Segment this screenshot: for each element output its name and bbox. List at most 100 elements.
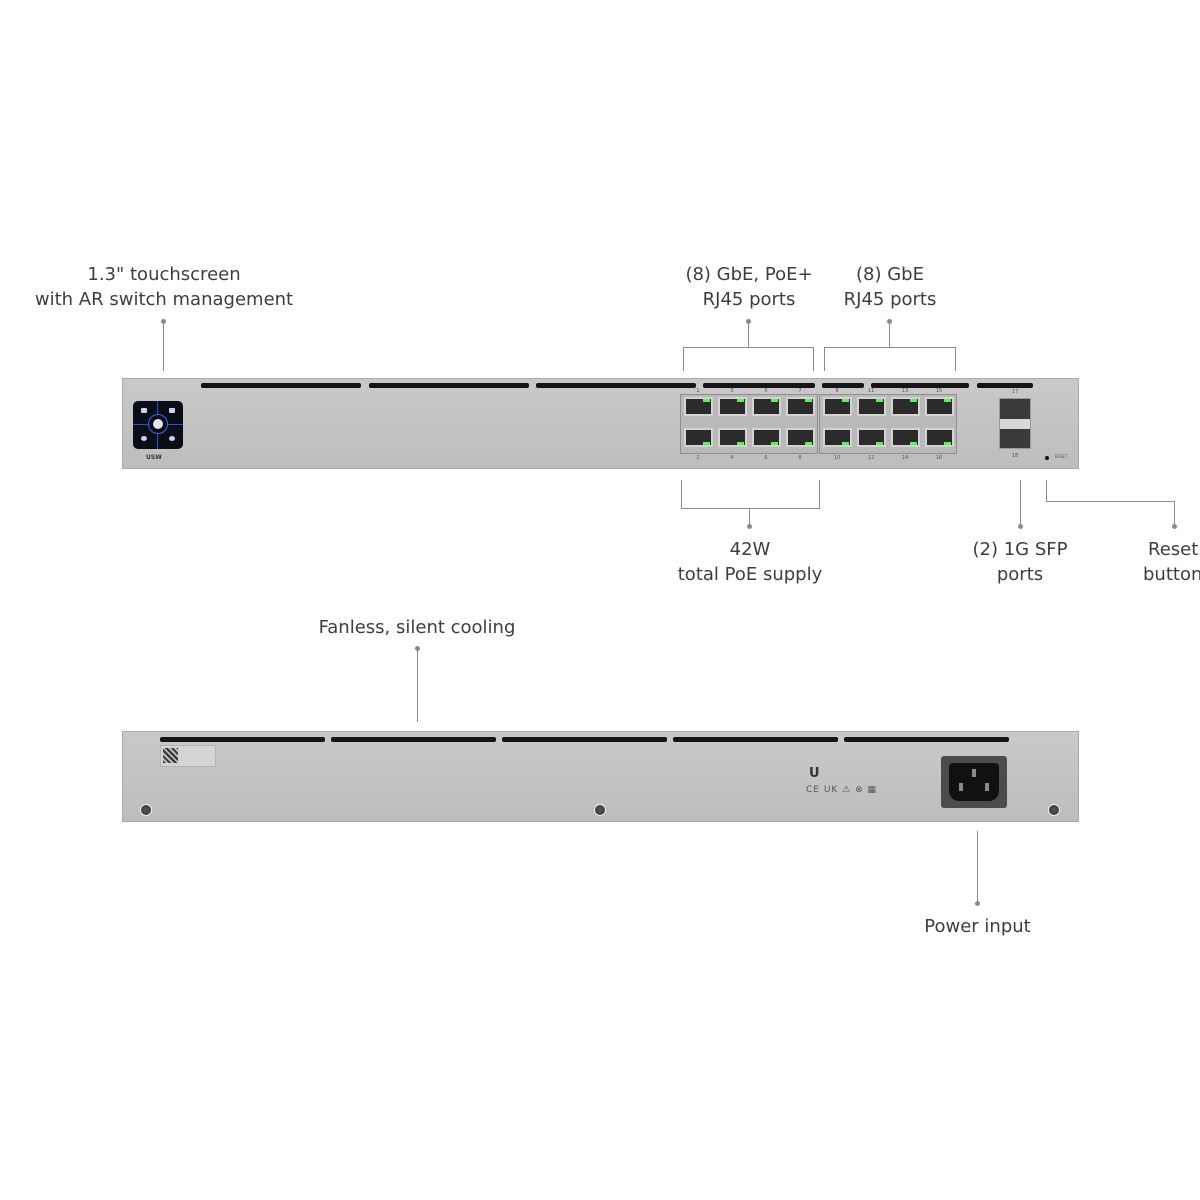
touchscreen-callout-line2: with AR switch management [34, 289, 294, 310]
port-led-icon [910, 399, 917, 402]
rear-vent [844, 737, 1009, 742]
power-callout: Power input [900, 914, 1055, 939]
port-led-icon [910, 442, 917, 445]
sfp-port-label-bottom: 18 [1011, 453, 1019, 459]
power-callout-line1: Power input [924, 916, 1031, 937]
reset-callout-line1: Reset [1148, 539, 1199, 560]
port-led-icon [876, 399, 883, 402]
rj45-port[interactable] [718, 428, 747, 447]
gbe-ports-callout: (8) GbE RJ45 ports [830, 262, 950, 312]
devices-icon [169, 408, 175, 413]
poe-budget-callout: 42W total PoE supply [670, 537, 830, 587]
iec-c14-connector [949, 763, 999, 801]
reset-callout: Reset button [1140, 537, 1200, 587]
gbe-ports-callout-line1: (8) GbE [856, 264, 924, 285]
screw-icon [140, 804, 152, 816]
reset-button[interactable] [1045, 456, 1049, 460]
rj45-port[interactable] [857, 428, 886, 447]
globe-icon [169, 436, 175, 441]
port-led-icon [737, 442, 744, 445]
cooling-callout: Fanless, silent cooling [300, 615, 534, 640]
port-number-label: 5 [764, 388, 768, 394]
poe-budget-callout-line1: 42W [729, 539, 771, 560]
rj45-port[interactable] [891, 428, 920, 447]
sfp-callout: (2) 1G SFP ports [960, 537, 1080, 587]
poe-budget-callout-line2: total PoE supply [677, 564, 823, 585]
gbe-ports-callout-line2: RJ45 ports [843, 289, 937, 310]
front-vent [703, 383, 815, 388]
sfp-callout-stem [1020, 480, 1021, 526]
poe-ports-callout-stem [748, 321, 749, 348]
port-number-label: 7 [798, 388, 802, 394]
port-number-label: 9 [835, 388, 839, 394]
port-number-label: 8 [798, 455, 802, 461]
rj45-port[interactable] [786, 397, 815, 416]
rj45-port[interactable] [891, 397, 920, 416]
ubiquiti-logo: U [809, 766, 820, 781]
port-led-icon [842, 442, 849, 445]
rj45-port[interactable] [684, 397, 713, 416]
port-led-icon [805, 399, 812, 402]
port-led-icon [771, 442, 778, 445]
rj45-port[interactable] [925, 428, 954, 447]
sfp-callout-dot [1018, 524, 1023, 529]
port-led-icon [703, 442, 710, 445]
port-led-icon [842, 399, 849, 402]
rj45-port[interactable] [752, 428, 781, 447]
reset-callout-horizontal [1046, 501, 1175, 502]
rear-vent [160, 737, 325, 742]
poe-ports-callout-line2: RJ45 ports [702, 289, 796, 310]
port-number-label: 13 [901, 388, 909, 394]
touchscreen-callout-line [163, 321, 164, 371]
port-number-label: 15 [935, 388, 943, 394]
port-led-icon [944, 442, 951, 445]
gbe-ports-callout-stem [889, 321, 890, 348]
screw-icon [1048, 804, 1060, 816]
rj45-port[interactable] [823, 397, 852, 416]
cooling-callout-line [417, 648, 418, 722]
rj45-port[interactable] [857, 397, 886, 416]
serial-label [160, 745, 216, 767]
gbe-ports-bracket-right [955, 347, 956, 371]
rear-vent [673, 737, 838, 742]
poe-ports-bracket-right [813, 347, 814, 371]
rj45-port[interactable] [752, 397, 781, 416]
gbe-ports-bracket [824, 347, 956, 348]
poe-budget-bracket [681, 508, 820, 509]
rj45-port[interactable] [684, 428, 713, 447]
touchscreen-callout: 1.3" touchscreen with AR switch manageme… [30, 262, 298, 312]
poe-budget-bracket-left [681, 480, 682, 509]
port-number-label: 1 [696, 388, 700, 394]
rj45-port[interactable] [786, 428, 815, 447]
certification-marks: CE UK ⚠ ⊗ ▦ [806, 785, 878, 795]
reset-callout-dot [1172, 524, 1177, 529]
front-vent [536, 383, 696, 388]
power-input-socket[interactable] [941, 756, 1007, 808]
sfp-divider [1000, 419, 1030, 429]
port-number-label: 11 [867, 388, 875, 394]
cooling-callout-line1: Fanless, silent cooling [318, 617, 516, 638]
port-number-label: 16 [935, 455, 943, 461]
front-vent [871, 383, 969, 388]
touchscreen-center-icon [153, 419, 163, 429]
sfp-callout-line1: (2) 1G SFP [972, 539, 1068, 560]
port-number-label: 10 [833, 455, 841, 461]
rj45-port[interactable] [925, 397, 954, 416]
rj45-port[interactable] [823, 428, 852, 447]
front-vent [369, 383, 529, 388]
gbe-ports-bracket-left [824, 347, 825, 371]
front-vent [977, 383, 1033, 388]
port-number-label: 3 [730, 388, 734, 394]
reset-callout-drop [1174, 501, 1175, 526]
sfp-port-cage[interactable] [999, 398, 1031, 449]
rj45-port[interactable] [718, 397, 747, 416]
socket-pin [985, 783, 989, 791]
reset-callout-stem [1046, 480, 1047, 501]
port-number-label: 4 [730, 455, 734, 461]
socket-pin [972, 769, 976, 777]
rear-vent [502, 737, 667, 742]
port-led-icon [737, 399, 744, 402]
touchscreen-display[interactable] [133, 401, 183, 449]
reset-callout-line2: button [1143, 564, 1200, 585]
front-vent [201, 383, 361, 388]
